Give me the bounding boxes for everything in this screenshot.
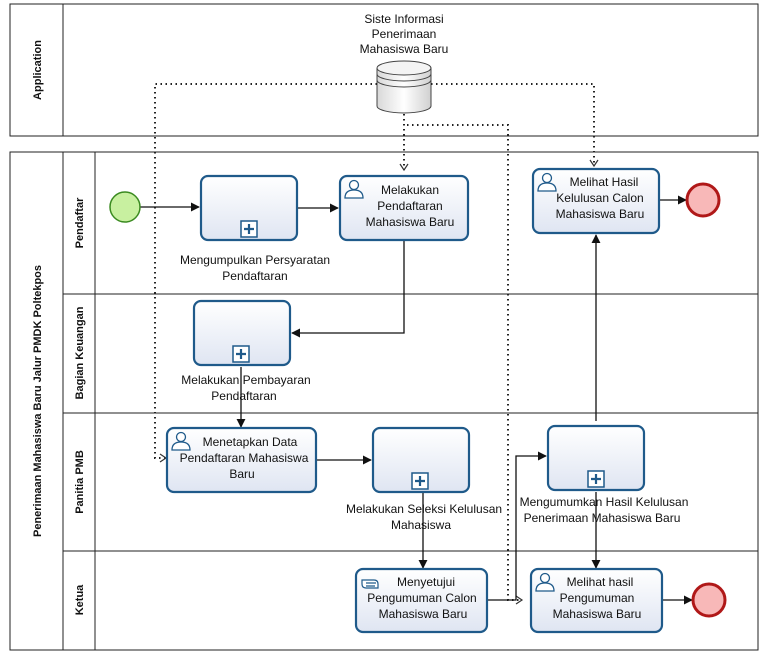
lane-label-bagian-keuangan: Bagian Keuangan: [74, 306, 86, 399]
lane-label-pendaftar: Pendaftar: [74, 197, 86, 248]
task-mengumumkan-label-line2: Penerimaan Mahasiswa Baru: [524, 511, 681, 525]
subprocess-plus-icon: [240, 220, 258, 238]
user-icon: [537, 172, 557, 192]
sequence-flows: [140, 195, 693, 605]
lane-label-panitia-pmb: Panitia PMB: [74, 450, 86, 514]
subprocess-plus-icon: [232, 345, 250, 363]
task-melihat-pengumuman[interactable]: Melihat hasil Pengumuman Mahasiswa Baru: [529, 567, 664, 634]
task-melihat-hasil-label-line2: Kelulusan Calon: [556, 191, 643, 205]
task-melakukan-seleksi[interactable]: [371, 426, 471, 494]
database-icon: [376, 60, 432, 114]
task-melihat-pengumuman-label-line3: Mahasiswa Baru: [553, 607, 642, 621]
task-seleksi-label-line2: Mahasiswa: [391, 518, 451, 532]
task-pendaftaran-label-line3: Mahasiswa Baru: [366, 215, 455, 229]
user-icon: [171, 431, 191, 451]
flow-pendaftaran-pembayaran: [291, 241, 405, 338]
application-pool-label: Application: [32, 40, 44, 100]
task-melihat-pengumuman-label-line2: Pengumuman: [560, 591, 635, 605]
association-datastore-menetapkan: [154, 83, 377, 459]
task-melihat-hasil-label-line3: Mahasiswa Baru: [556, 207, 645, 221]
task-mengumpulkan-label-line2: Pendaftaran: [222, 269, 287, 283]
user-icon: [535, 572, 555, 592]
task-melakukan-pembayaran[interactable]: [192, 299, 292, 367]
flow-menyetujui-mengumumkan: [488, 451, 547, 601]
task-menetapkan-data[interactable]: Menetapkan Data Pendaftaran Mahasiswa Ba…: [165, 426, 318, 494]
task-menyetujui-label-line1: Menyetujui: [397, 575, 455, 589]
task-melihat-pengumuman-label-line1: Melihat hasil: [567, 575, 634, 589]
datastore[interactable]: Siste Informasi Penerimaan Mahasiswa Bar…: [360, 12, 449, 114]
task-menyetujui-pengumuman[interactable]: Menyetujui Pengumuman Calon Mahasiswa Ba…: [354, 567, 489, 634]
hand-icon: [361, 579, 379, 589]
task-mengumumkan-label-line1: Mengumumkan Hasil Kelulusan: [520, 495, 689, 509]
datastore-label-line2: Penerimaan: [372, 27, 437, 41]
data-associations: [154, 83, 595, 601]
task-menyetujui-label-line2: Pengumuman Calon: [367, 591, 476, 605]
task-melihat-hasil-kelulusan[interactable]: Melihat Hasil Kelulusan Calon Mahasiswa …: [531, 167, 661, 235]
task-menetapkan-label-line2: Pendaftaran Mahasiswa: [180, 451, 309, 465]
task-mengumpulkan-label-line1: Mengumpulkan Persyaratan: [180, 253, 330, 267]
task-mengumpulkan-persyaratan[interactable]: [199, 174, 299, 242]
main-pool-label: Penerimaan Mahasiswa Baru Jalur PMDK Pol…: [32, 265, 44, 537]
end-event-ketua[interactable]: [691, 582, 727, 618]
task-menetapkan-label-line1: Menetapkan Data: [203, 435, 298, 449]
task-pendaftaran-label-line2: Pendaftaran: [377, 199, 442, 213]
start-event[interactable]: [109, 191, 141, 223]
user-icon: [344, 179, 364, 199]
task-menetapkan-label-line3: Baru: [229, 467, 254, 481]
lane-label-ketua: Ketua: [74, 584, 86, 615]
task-mengumumkan-hasil[interactable]: [546, 424, 646, 492]
task-melihat-hasil-label-line1: Melihat Hasil: [570, 175, 639, 189]
subprocess-plus-icon: [411, 472, 429, 490]
task-menyetujui-label-line3: Mahasiswa Baru: [379, 607, 468, 621]
task-pendaftaran-label-line1: Melakukan: [381, 183, 439, 197]
task-pembayaran-label-line1: Melakukan Pembayaran: [181, 373, 310, 387]
task-seleksi-label-line1: Melakukan Seleksi Kelulusan: [346, 502, 502, 516]
task-melakukan-pendaftaran[interactable]: Melakukan Pendaftaran Mahasiswa Baru: [338, 174, 470, 242]
subprocess-plus-icon: [587, 470, 605, 488]
task-pembayaran-label-line2: Pendaftaran: [211, 389, 276, 403]
datastore-label-line3: Mahasiswa Baru: [360, 42, 449, 56]
end-event-pendaftar[interactable]: [685, 182, 721, 218]
association-menyetujui-datastore: [407, 124, 520, 601]
datastore-label-line1: Siste Informasi: [364, 12, 443, 26]
